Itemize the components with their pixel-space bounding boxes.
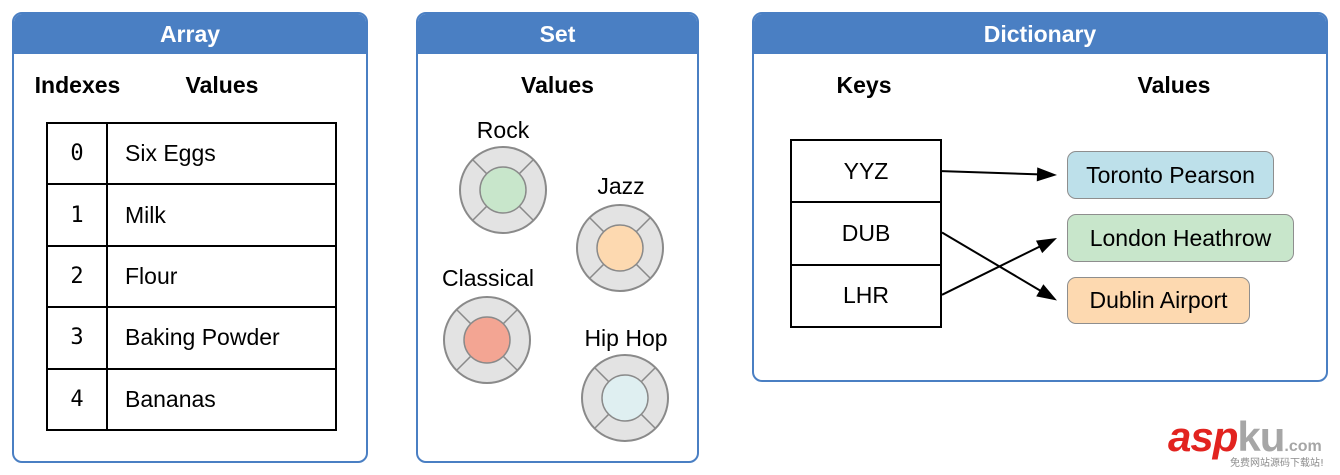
array-value-cell: Milk xyxy=(125,201,166,228)
set-item-label-hip-hop: Hip Hop xyxy=(584,325,668,351)
keys-table: YYZ DUB LHR xyxy=(790,139,942,328)
array-table: 0 Six Eggs 1 Milk 2 Flour 3 Baking Powde… xyxy=(46,122,337,431)
array-panel: Array Indexes Values 0 Six Eggs 1 Milk 2… xyxy=(12,12,368,463)
set-item-disc-jazz xyxy=(576,204,664,292)
disc-divider xyxy=(635,217,651,233)
array-value-cell: Bananas xyxy=(125,385,216,412)
dictionary-panel-header: Dictionary xyxy=(754,14,1326,54)
disc-divider xyxy=(456,355,472,371)
array-value-cell: Six Eggs xyxy=(125,140,216,167)
dictionary-values-column-header: Values xyxy=(1137,72,1211,98)
watermark-tagline: 免费网站源码下载站! xyxy=(1230,458,1325,469)
disc-divider xyxy=(594,367,610,383)
set-panel: Set Values xyxy=(416,12,699,463)
key-cell: DUB xyxy=(841,219,891,246)
dictionary-panel: Dictionary Keys Values YYZ DUB LHR Toron… xyxy=(752,12,1328,382)
set-item-label-classical: Classical xyxy=(441,265,535,291)
disc-divider xyxy=(518,205,534,221)
set-discs xyxy=(443,146,669,442)
array-panel-header: Array xyxy=(14,14,366,54)
key-row: YYZ xyxy=(792,141,940,201)
array-row: 0 Six Eggs xyxy=(48,124,335,184)
watermark-brand-ku: ku xyxy=(1237,413,1285,460)
arrow-head xyxy=(1035,238,1057,254)
array-row: 1 Milk xyxy=(48,183,335,245)
disc-core xyxy=(596,224,644,272)
set-item-disc-classical xyxy=(443,296,531,384)
mapping-arrow xyxy=(941,167,1057,182)
array-row: 4 Bananas xyxy=(48,367,335,430)
set-item-label-jazz: Jazz xyxy=(597,173,645,199)
set-values-column-header: Values xyxy=(521,72,594,98)
disc-divider xyxy=(502,355,518,371)
disc-core xyxy=(463,316,511,364)
array-value-cell: Baking Powder xyxy=(125,324,280,351)
watermark-logo: aspku.com xyxy=(1168,414,1322,460)
disc-divider xyxy=(472,159,488,175)
array-index-cell: 0 xyxy=(48,124,108,184)
disc-divider xyxy=(589,217,605,233)
disc-divider xyxy=(640,367,656,383)
watermark-domain-suffix: .com xyxy=(1284,438,1322,455)
disc-divider xyxy=(518,159,534,175)
arrow-head xyxy=(1036,284,1057,301)
mapping-arrows xyxy=(941,167,1057,301)
disc-core xyxy=(479,166,527,214)
mapping-arrow xyxy=(941,238,1057,296)
key-row: LHR xyxy=(792,263,940,326)
array-title: Array xyxy=(159,21,221,47)
indexes-column-header: Indexes xyxy=(34,72,121,98)
array-row: 3 Baking Powder xyxy=(48,306,335,368)
array-index-cell: 1 xyxy=(48,185,108,245)
array-value-cell: Flour xyxy=(125,263,178,290)
set-title: Set xyxy=(539,21,576,47)
arrow-line xyxy=(941,245,1042,296)
set-panel-header: Set xyxy=(418,14,697,54)
array-index-cell: 4 xyxy=(48,369,108,430)
key-cell: YYZ xyxy=(843,157,889,184)
value-box: Toronto Pearson xyxy=(1067,151,1274,199)
array-index-cell: 3 xyxy=(48,308,108,368)
arrow-head xyxy=(1036,167,1057,182)
disc-divider xyxy=(472,205,488,221)
disc-divider xyxy=(594,413,610,429)
set-item-label-rock: Rock xyxy=(476,117,530,143)
mapping-arrow xyxy=(941,231,1057,301)
set-item-disc-hip-hop xyxy=(581,354,669,442)
disc-core xyxy=(601,374,649,422)
disc-divider xyxy=(456,309,472,325)
arrow-line xyxy=(941,231,1043,293)
keys-column-header: Keys xyxy=(836,72,892,98)
value-box: Dublin Airport xyxy=(1067,277,1250,324)
array-values-column-header: Values xyxy=(185,72,259,98)
value-box: London Heathrow xyxy=(1067,214,1294,262)
array-index-cell: 2 xyxy=(48,246,108,307)
disc-divider xyxy=(640,413,656,429)
watermark-brand-asp: asp xyxy=(1168,413,1238,460)
disc-divider xyxy=(635,263,651,279)
disc-divider xyxy=(589,263,605,279)
key-cell: LHR xyxy=(842,282,889,309)
array-row: 2 Flour xyxy=(48,244,335,307)
set-item-disc-rock xyxy=(459,146,547,234)
arrow-line xyxy=(941,170,1040,176)
dictionary-title: Dictionary xyxy=(983,21,1097,47)
disc-divider xyxy=(502,309,518,325)
key-row: DUB xyxy=(792,201,940,263)
